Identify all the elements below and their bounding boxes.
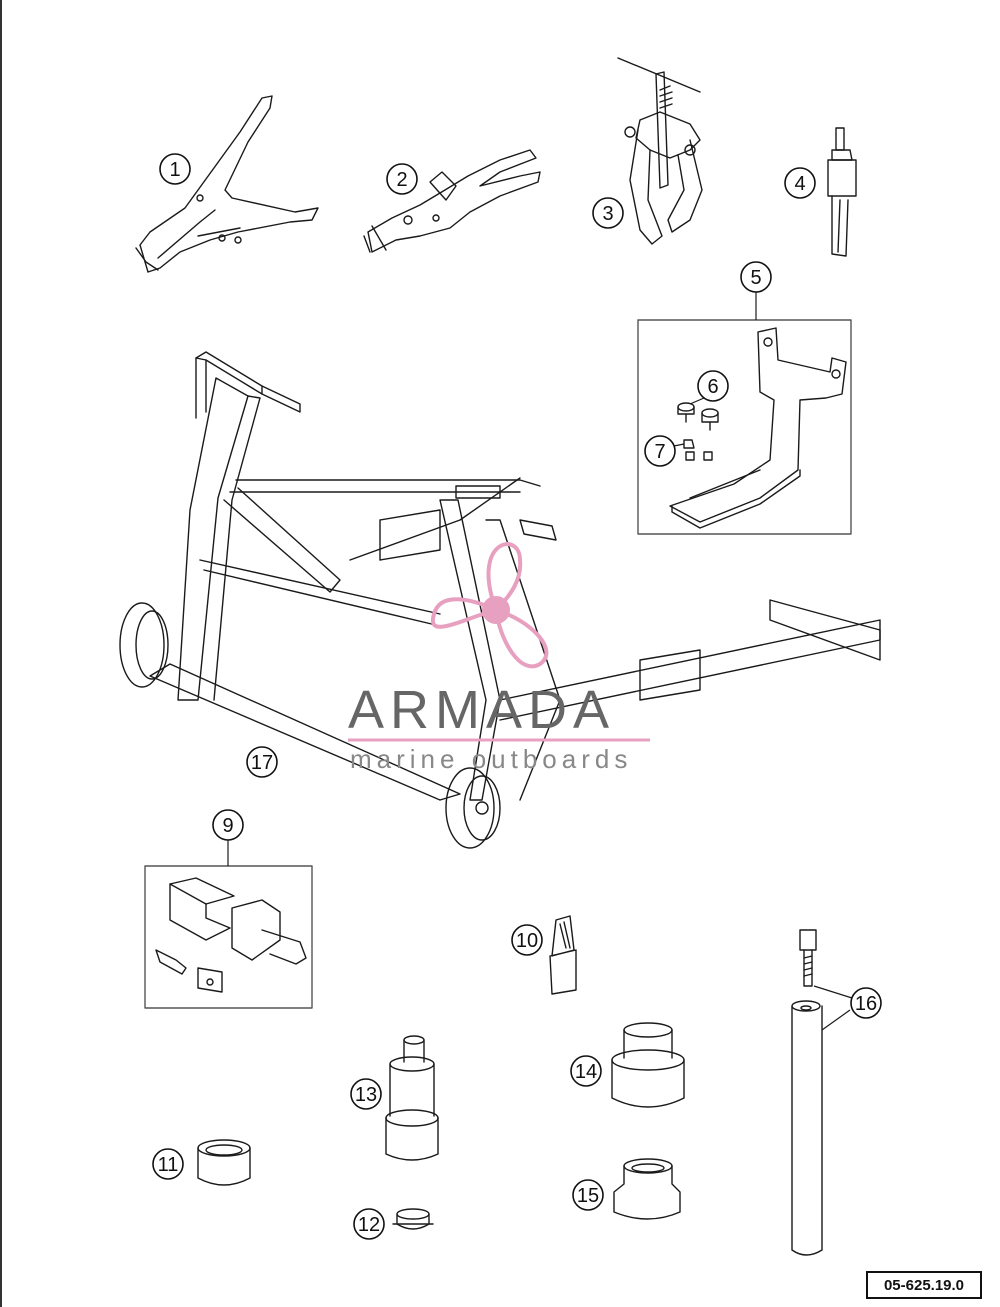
- svg-text:13: 13: [355, 1084, 377, 1106]
- svg-text:2: 2: [396, 169, 407, 191]
- tool-13-drift: [385, 1035, 439, 1161]
- callout-11: 11: [152, 1148, 184, 1180]
- tool-9-parts: [155, 877, 307, 993]
- tool-5-frame: [637, 319, 852, 535]
- callout-2: 2: [386, 163, 418, 195]
- svg-text:11: 11: [158, 1154, 179, 1176]
- watermark-brand: ARMADA: [348, 680, 615, 740]
- svg-text:6: 6: [707, 376, 718, 398]
- svg-text:9: 9: [222, 815, 233, 837]
- tool-1-pliers: [135, 95, 319, 273]
- tool-3-puller: [617, 57, 703, 245]
- tool-11-ring: [197, 1139, 251, 1186]
- svg-text:10: 10: [516, 930, 538, 952]
- tool-17-stand: [119, 351, 881, 849]
- watermark-propeller: [430, 542, 549, 669]
- svg-text:3: 3: [602, 203, 613, 225]
- callout-16: 16: [850, 987, 882, 1019]
- callout-15: 15: [572, 1179, 604, 1211]
- svg-text:1: 1: [169, 159, 180, 181]
- svg-text:7: 7: [654, 441, 665, 463]
- callout-7: 7: [644, 435, 676, 467]
- svg-text:4: 4: [794, 173, 805, 195]
- tool-10-loctite: [549, 915, 577, 995]
- svg-text:17: 17: [251, 752, 273, 774]
- tool-2-clamp-pliers: [363, 149, 541, 253]
- callout-4: 4: [784, 167, 816, 199]
- callout-13: 13: [350, 1078, 382, 1110]
- svg-text:14: 14: [575, 1061, 597, 1083]
- watermark-tagline: marine outboards: [350, 744, 632, 774]
- parts-6-7: [677, 402, 719, 461]
- svg-text:5: 5: [750, 267, 761, 289]
- document-reference: 05-625.19.0: [866, 1271, 982, 1299]
- tool-15-socket: [613, 1158, 681, 1220]
- tool-16-bolt-tube: [791, 929, 823, 1256]
- svg-text:12: 12: [358, 1214, 380, 1236]
- callout-9: 9: [212, 809, 244, 841]
- callout-17: 17: [246, 746, 278, 778]
- callout-1: 1: [159, 153, 191, 185]
- callout-14: 14: [570, 1055, 602, 1087]
- callout-6: 6: [697, 370, 729, 402]
- svg-text:15: 15: [577, 1185, 599, 1207]
- callout-10: 10: [511, 924, 543, 956]
- tool-5-bracket: [669, 327, 847, 529]
- svg-text:16: 16: [855, 993, 877, 1015]
- tool-14-sleeve: [611, 1022, 685, 1108]
- callout-12: 12: [353, 1208, 385, 1240]
- tool-12-cap: [392, 1208, 434, 1230]
- callout-3: 3: [592, 197, 624, 229]
- tool-4-slide-hammer: [827, 127, 857, 257]
- callout-5: 5: [740, 261, 772, 293]
